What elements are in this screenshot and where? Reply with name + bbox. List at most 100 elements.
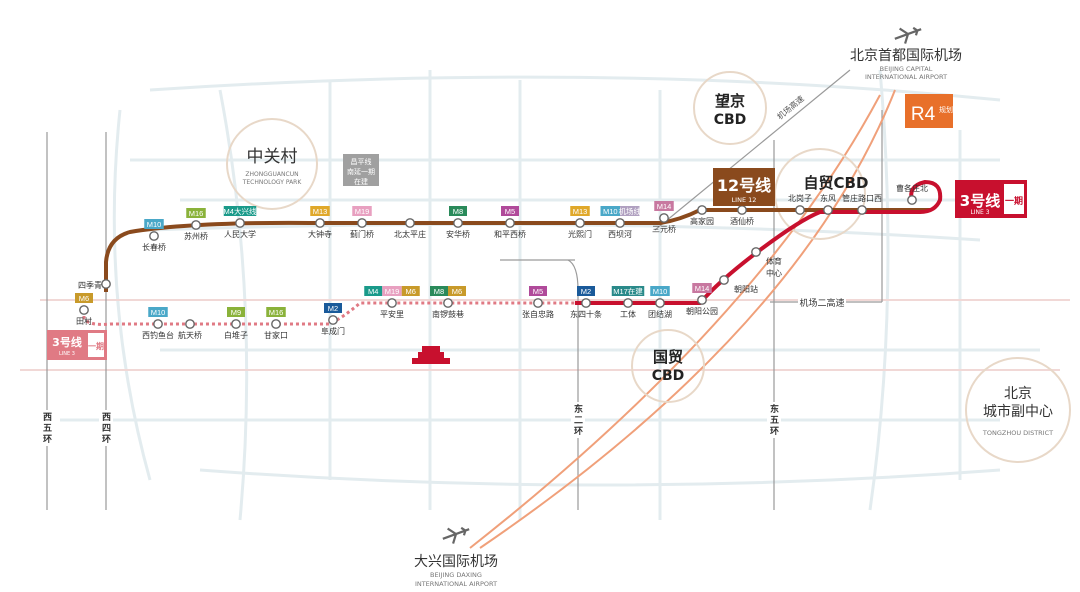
svg-text:M16: M16 [189, 209, 204, 218]
transfer-tag: M14 [654, 201, 674, 211]
svg-text:M10: M10 [147, 220, 162, 229]
svg-text:M9: M9 [231, 308, 241, 317]
svg-text:东五环: 东五环 [770, 403, 779, 437]
line3-phase1-track [82, 301, 575, 326]
r4-badge: R4 规划 [905, 94, 953, 128]
station-dot [79, 305, 89, 315]
station[interactable]: 东风 [820, 193, 836, 215]
station-label: 中心 [766, 268, 782, 278]
station-dot [615, 218, 625, 228]
station[interactable]: 曹各庄北 [896, 183, 928, 205]
west4-label: 西四环 [99, 410, 113, 446]
svg-text:西四环: 西四环 [102, 412, 111, 445]
svg-text:M2: M2 [581, 287, 591, 296]
transfer-tag: M10 [148, 307, 168, 317]
west5-label: 西五环 [40, 410, 54, 446]
svg-text:昌平线: 昌平线 [351, 157, 372, 166]
station[interactable]: 三元桥 M14 [652, 201, 676, 234]
station-dot [235, 218, 245, 228]
station[interactable]: 人民大学 M4大兴线 [224, 206, 257, 239]
guomao-sub: CBD [652, 368, 685, 384]
svg-text:规划: 规划 [939, 105, 953, 114]
transfer-tag: M16 [186, 208, 206, 218]
station-dot [575, 218, 585, 228]
district-circles [226, 71, 1071, 463]
svg-text:3号线: 3号线 [960, 192, 1000, 210]
station-label: 曹各庄北 [896, 183, 928, 193]
station[interactable]: 四季青 [78, 279, 111, 290]
station-dot [581, 298, 591, 308]
station-label: 南锣鼓巷 [432, 309, 464, 319]
wangjing-sub: CBD [714, 112, 747, 128]
svg-text:在建: 在建 [354, 177, 368, 186]
transfer-tag: M17在建 [611, 286, 645, 296]
svg-text:南延一期: 南延一期 [347, 167, 375, 176]
plane-icon [894, 26, 922, 44]
tiananmen-icon [412, 346, 450, 364]
station-label: 三元桥 [652, 224, 676, 234]
station[interactable]: 朝阳站 [719, 275, 758, 294]
r4-route [469, 89, 896, 549]
station[interactable]: 北太平庄 [394, 218, 426, 239]
station-label: 北岗子 [788, 194, 812, 203]
airport-expwy-label: 机场高速 [775, 93, 806, 121]
station[interactable]: 航天桥 [178, 319, 202, 340]
station-label: 四季青 [78, 280, 102, 290]
station[interactable]: 管庄路口西 [842, 193, 882, 215]
station-dot [737, 205, 747, 215]
transfer-tag: M2 [577, 286, 595, 296]
station-dot [659, 213, 669, 223]
station-dot [315, 218, 325, 228]
station-label: 航天桥 [178, 330, 202, 340]
station[interactable]: 阜成门 M2 [321, 303, 345, 336]
svg-text:M6: M6 [452, 287, 462, 296]
transfer-tag: M14 [692, 283, 712, 293]
transfer-tag: M4 [364, 286, 383, 296]
daxing-airport-en1: BEIJING DAXING [430, 571, 482, 579]
svg-text:M2: M2 [328, 304, 338, 313]
daxing-airport-en2: INTERNATIONAL AIRPORT [415, 580, 497, 588]
svg-text:M17在建: M17在建 [613, 286, 643, 296]
airport-2nd-expwy-bg [798, 297, 846, 308]
station-label: 朝阳站 [734, 284, 758, 294]
svg-text:LINE 12: LINE 12 [732, 196, 757, 204]
station-label: 阜成门 [321, 326, 345, 336]
station-label: 人民大学 [224, 229, 256, 239]
station[interactable]: 高家园 [690, 205, 714, 226]
transfer-tag: M10 [600, 206, 620, 216]
station[interactable]: 北岗子 [788, 194, 812, 215]
station-dot [153, 319, 163, 329]
station-label: 团结湖 [648, 309, 672, 319]
svg-text:一期: 一期 [1005, 195, 1023, 207]
transfer-tag: M8 [449, 206, 467, 216]
station-label: 西坝河 [608, 229, 632, 239]
transfer-tag: M19 [352, 206, 372, 216]
svg-text:M4: M4 [368, 287, 378, 296]
svg-text:东二环: 东二环 [574, 403, 583, 437]
transfer-tag: 机场线 [619, 206, 641, 216]
svg-text:M4大兴线: M4大兴线 [224, 206, 257, 216]
station-label: 高家园 [690, 216, 714, 226]
station-dot [823, 205, 833, 215]
station[interactable]: 体育 [751, 247, 782, 266]
